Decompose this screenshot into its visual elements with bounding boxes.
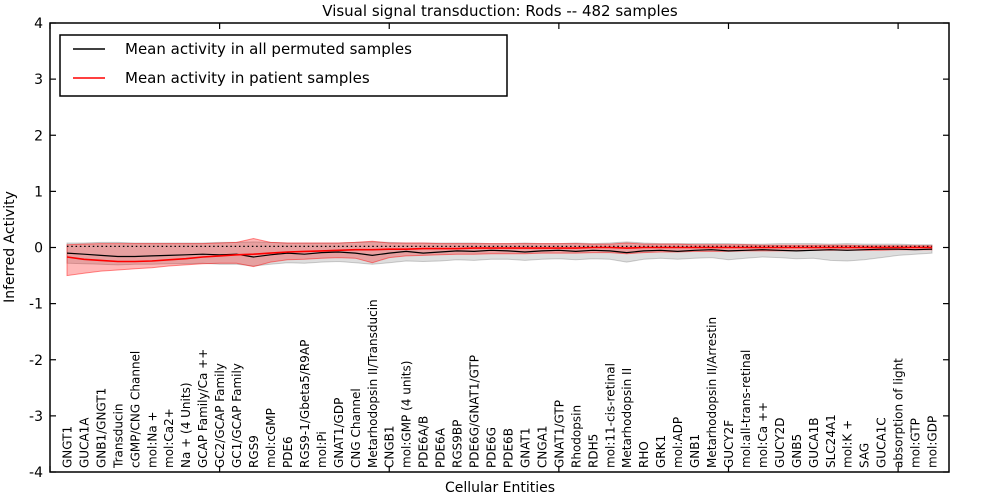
y-tick-label: 4	[34, 16, 43, 32]
x-category-label: PDE6A/B	[417, 416, 431, 468]
axis-ticks	[49, 22, 949, 473]
x-category-label: PDE6A	[434, 427, 448, 468]
x-category-label: mol:Pi	[315, 431, 329, 468]
y-tick-labels: -4 -3 -2 -1 0 1 2 3 4	[29, 16, 43, 481]
x-category-label: GCAP Family/Ca ++	[196, 349, 210, 468]
chart-title: Visual signal transduction: Rods -- 482 …	[322, 2, 678, 20]
legend-label-permuted: Mean activity in all permuted samples	[125, 40, 412, 58]
x-category-label: CNG Channel	[349, 388, 363, 468]
x-category-label: GRK1	[654, 435, 668, 468]
x-category-label: GC1/GCAP Family	[230, 363, 244, 468]
x-category-label: mol:GTP	[909, 418, 923, 468]
x-category-label: RGS9-1/Gbeta5/R9AP	[298, 340, 312, 468]
x-category-label: RDH5	[586, 434, 600, 468]
y-tick-label: 2	[34, 128, 43, 144]
x-category-label: mol:K +	[841, 420, 855, 468]
x-category-label: mol:Ca ++	[756, 402, 770, 468]
x-category-label: mol:11-cis-retinal	[603, 363, 617, 468]
x-category-label: Na + (4 Units)	[179, 382, 193, 468]
x-category-label: SLC24A1	[824, 414, 838, 468]
x-category-label: GNAT1	[518, 427, 532, 468]
x-category-label: RHO	[637, 441, 651, 468]
y-tick-label: 1	[34, 184, 43, 200]
x-category-label: mol:GDP	[926, 416, 940, 468]
x-category-label: GNGT1	[61, 426, 75, 468]
x-category-label: GUCA1A	[77, 417, 91, 468]
x-category-label: GNB5	[790, 434, 804, 468]
x-category-label: PDE6	[281, 436, 295, 468]
legend-box: Mean activity in all permuted samples Me…	[59, 34, 508, 97]
series-line-patient	[66, 246, 932, 263]
y-axis-label: Inferred Activity	[2, 191, 18, 303]
y-tick-label: 0	[34, 241, 43, 257]
x-category-label: Metarhodopsin II/Transducin	[366, 299, 380, 468]
y-tick-label: 3	[34, 72, 43, 88]
x-category-label: absorption of light	[892, 358, 906, 468]
x-category-label: mol:Ca2+	[162, 408, 176, 468]
x-category-label: mol:cGMP	[264, 408, 278, 468]
y-tick-label: -2	[29, 353, 43, 369]
x-axis-label: Cellular Entities	[445, 480, 555, 496]
x-category-label: PDE6G/GNAT1/GTP	[468, 355, 482, 468]
x-category-label: Transducin	[111, 404, 125, 469]
x-category-label: cGMP/CNG Channel	[128, 351, 142, 468]
x-category-label: GUCY2D	[773, 418, 787, 468]
x-category-label: GNAT1/GDP	[332, 398, 346, 468]
x-category-label: mol:Na +	[145, 411, 159, 468]
legend-label-patient: Mean activity in patient samples	[125, 69, 370, 87]
x-category-label: Rhodopsin	[569, 405, 583, 468]
series-lines	[66, 245, 933, 263]
x-category-label: RGS9	[247, 435, 261, 468]
x-category-label: Metarhodopsin II/Arrestin	[705, 317, 719, 468]
x-category-label: GUCY2F	[722, 420, 736, 468]
series-line-permuted	[66, 248, 933, 258]
x-category-label: GNAT1/GTP	[552, 400, 566, 468]
x-category-label: SAG	[858, 443, 872, 468]
x-category-label: GUCA1C	[875, 417, 889, 468]
x-category-label: PDE6G	[485, 427, 499, 468]
x-category-label: Metarhodopsin II	[620, 368, 634, 468]
x-category-label: GC2/GCAP Family	[213, 363, 227, 468]
y-tick-label: -3	[29, 409, 43, 425]
x-category-label: mol:GMP (4 units)	[400, 361, 414, 468]
x-category-label: mol:ADP	[671, 417, 685, 468]
y-tick-label: -1	[29, 297, 43, 313]
x-category-label: CNGA1	[535, 426, 549, 469]
x-category-label: GUCA1B	[807, 417, 821, 468]
y-tick-label: -4	[29, 465, 43, 481]
x-category-label: GNB1	[688, 434, 702, 468]
x-category-label: PDE6B	[502, 428, 516, 468]
x-category-label: RGS9BP	[451, 420, 465, 468]
legend-frame	[59, 34, 508, 97]
x-category-label: CNGB1	[383, 425, 397, 468]
x-category-label: mol:all-trans-retinal	[739, 350, 753, 468]
x-category-label: GNB1/GNGT1	[94, 388, 108, 468]
